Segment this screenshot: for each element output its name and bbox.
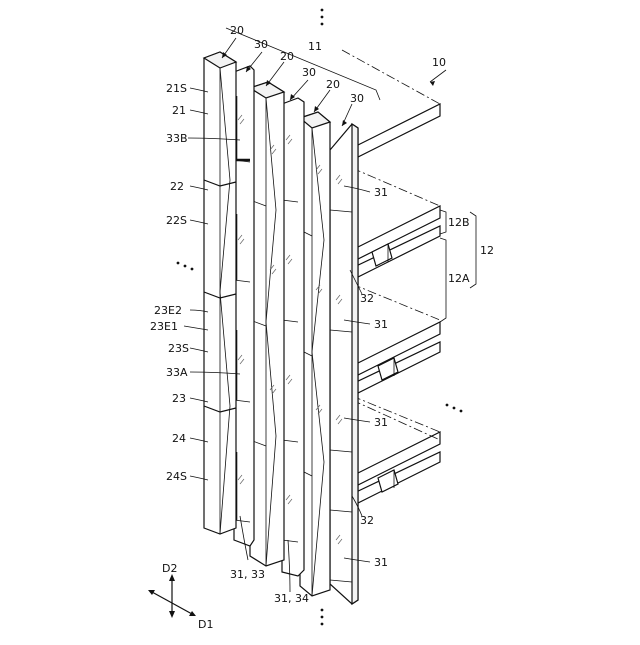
- label-31-34: 31, 34: [274, 592, 309, 605]
- label-31-33: 31, 33: [230, 568, 265, 581]
- label-33B: 33B: [166, 132, 188, 145]
- label-24: 24: [172, 432, 186, 445]
- label-D1: D1: [198, 618, 213, 631]
- label-32-a: 32: [360, 292, 374, 305]
- label-22S: 22S: [166, 214, 187, 227]
- label-23S: 23S: [168, 342, 189, 355]
- panel-30-rear: [330, 124, 358, 604]
- label-24S: 24S: [166, 470, 187, 483]
- label-23E1: 23E1: [150, 320, 178, 333]
- direction-indicator: [148, 574, 196, 618]
- label-12A: 12A: [448, 272, 470, 285]
- label-23E2: 23E2: [154, 304, 182, 317]
- label-33A: 33A: [166, 366, 188, 379]
- label-31-d: 31: [374, 556, 388, 569]
- panel-30-middle: [282, 98, 304, 576]
- label-20-a: 20: [230, 24, 244, 37]
- column-20-front: [204, 52, 236, 534]
- label-31-b: 31: [374, 318, 388, 331]
- label-21S: 21S: [166, 82, 187, 95]
- label-31-c: 31: [374, 416, 388, 429]
- label-30-a: 30: [254, 38, 268, 51]
- label-23: 23: [172, 392, 186, 405]
- label-32-b: 32: [360, 514, 374, 527]
- label-12B: 12B: [448, 216, 470, 229]
- label-D2: D2: [162, 562, 177, 575]
- label-30-c: 30: [350, 92, 364, 105]
- brace-12: [470, 212, 476, 288]
- column-20-middle: [250, 82, 284, 566]
- label-22: 22: [170, 180, 184, 193]
- label-21: 21: [172, 104, 186, 117]
- label-20-c: 20: [326, 78, 340, 91]
- label-20-b: 20: [280, 50, 294, 63]
- label-31-a: 31: [374, 186, 388, 199]
- brace-12B: [440, 210, 446, 234]
- label-30-b: 30: [302, 66, 316, 79]
- label-10: 10: [432, 56, 446, 69]
- brace-12A: [440, 238, 446, 322]
- label-11: 11: [308, 40, 322, 53]
- panel-30-front: [234, 66, 254, 546]
- label-12: 12: [480, 244, 494, 257]
